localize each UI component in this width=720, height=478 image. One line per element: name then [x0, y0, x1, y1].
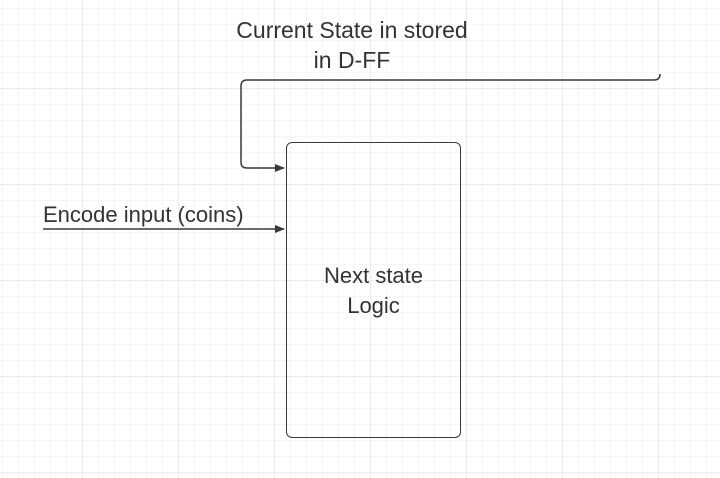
- current-state-label-line1: Current State in stored: [236, 17, 468, 43]
- encode-input-label: Encode input (coins): [43, 202, 244, 227]
- current-state-label: Current State in stored in D-FF: [222, 15, 482, 75]
- next-state-logic-label-line1: Next state: [323, 263, 424, 288]
- next-state-logic-block: Next state Logic: [286, 142, 461, 438]
- next-state-logic-label-line2: Logic: [347, 293, 400, 318]
- current-state-connector: [240, 73, 661, 172]
- current-state-label-line2: in D-FF: [313, 47, 391, 73]
- next-state-logic-label: Next state Logic: [287, 261, 460, 321]
